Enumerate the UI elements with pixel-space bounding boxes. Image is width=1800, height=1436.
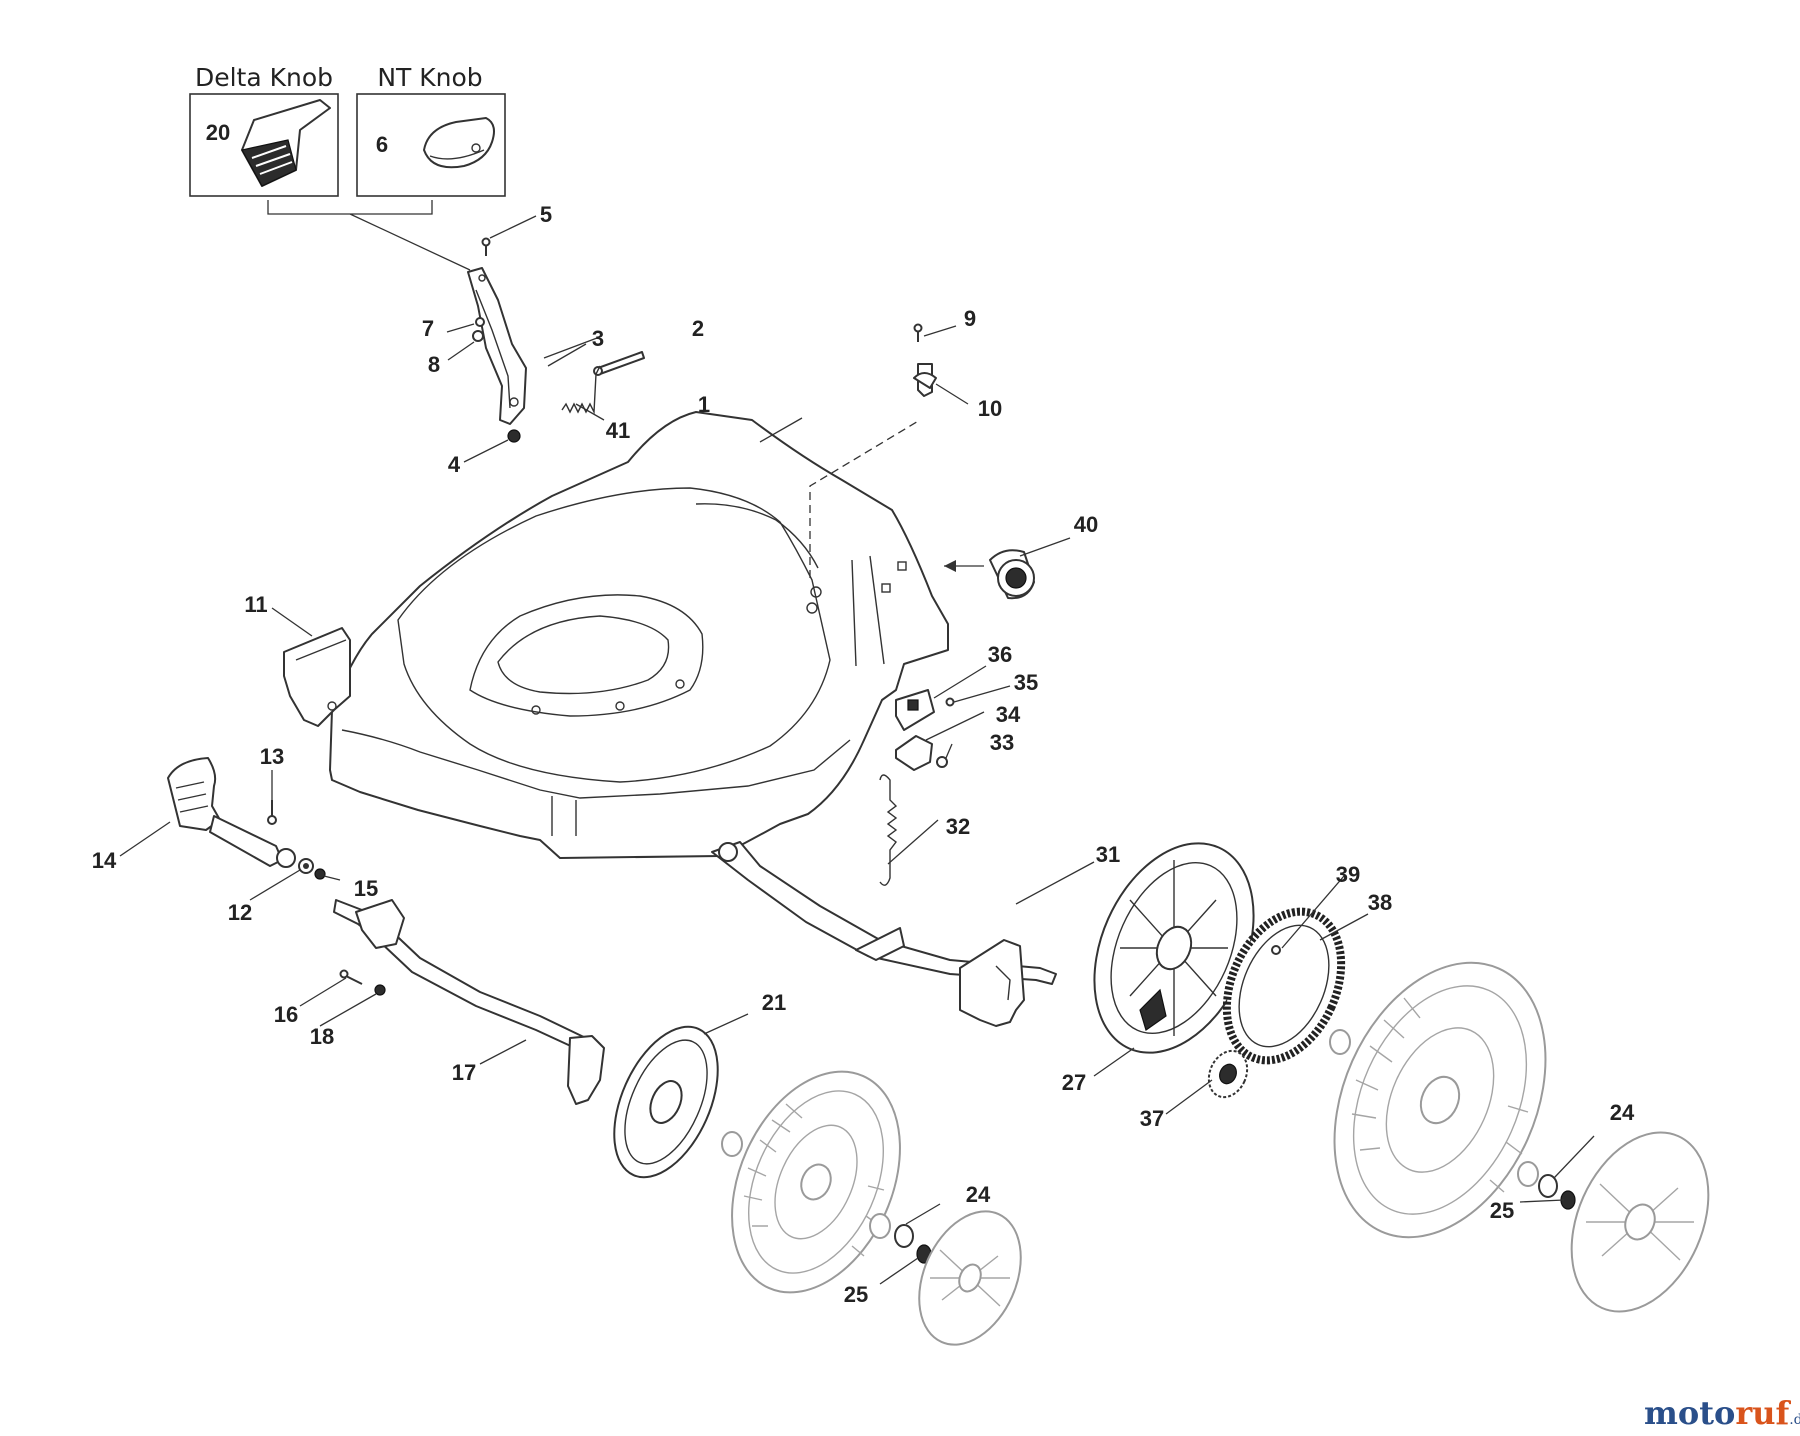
part-label-3: 3 (592, 326, 604, 351)
part-label-36: 36 (988, 642, 1012, 667)
nut-18 (374, 984, 386, 996)
rear-hubcap (1570, 1131, 1710, 1313)
spring-41 (561, 365, 601, 415)
clip-36 (895, 689, 935, 731)
rear-bearing-outer (1517, 1161, 1539, 1187)
leader-lines (119, 215, 1595, 1285)
delta-knob-box: Delta Knob (189, 63, 339, 197)
nut-7 (475, 317, 485, 327)
mower-deck (329, 411, 949, 859)
watermark-text: motoruf.de (1644, 1394, 1800, 1432)
screw-16 (339, 969, 363, 985)
nut-4 (507, 429, 521, 443)
front-handle-14 (167, 757, 296, 868)
nt-knob-illustration (423, 117, 495, 169)
part-label-38: 38 (1368, 890, 1392, 915)
front-washer-24 (894, 1224, 914, 1248)
watermark-logo: motoruf.de (1644, 1394, 1800, 1432)
part-label-31: 31 (1096, 842, 1120, 867)
screw-5 (481, 237, 491, 256)
ring-gear-38 (1222, 907, 1346, 1065)
delta-knob-illustration (241, 99, 331, 187)
drive-gear-40 (944, 549, 1035, 600)
part-label-4: 4 (448, 452, 461, 477)
front-axle-17 (333, 899, 605, 1105)
nut-15 (314, 868, 326, 880)
screw-9 (913, 323, 923, 342)
part-label-5: 5 (540, 202, 552, 227)
front-bearing-inner (721, 1131, 743, 1157)
screw-35 (945, 697, 955, 707)
screw-33 (936, 756, 948, 768)
rear-wheel (1333, 961, 1547, 1239)
spring-32 (879, 774, 898, 886)
nt-knob-box: NT Knob (356, 63, 506, 197)
front-hubcap (918, 1210, 1022, 1346)
part-label-1: 1 (698, 392, 710, 417)
part-label-16: 16 (274, 1002, 298, 1027)
part-label-20: 20 (206, 120, 230, 145)
part-label-12: 12 (228, 900, 252, 925)
part-label-32: 32 (946, 814, 970, 839)
part-label-15: 15 (354, 876, 378, 901)
part-label-24-front: 24 (966, 1182, 991, 1207)
part-label-25-front: 25 (844, 1282, 868, 1307)
part-label-41: 41 (606, 418, 630, 443)
rear-axle-31 (711, 841, 1057, 1027)
height-bracket-11 (283, 627, 351, 727)
part-label-9: 9 (964, 306, 976, 331)
part-label-35: 35 (1014, 670, 1038, 695)
part-labels: 1 2 3 4 5 6 7 8 9 10 11 12 13 14 15 16 1… (92, 120, 1635, 1307)
bracket-34 (895, 735, 933, 771)
pin-2 (593, 351, 645, 376)
nt-knob-title: NT Knob (377, 63, 482, 92)
part-label-8: 8 (428, 352, 440, 377)
part-label-24-rear: 24 (1610, 1100, 1635, 1125)
front-gear-21 (613, 1025, 719, 1179)
rear-cover-27 (1093, 842, 1255, 1054)
part-label-18: 18 (310, 1024, 334, 1049)
part-label-21: 21 (762, 990, 786, 1015)
part-label-39: 39 (1336, 862, 1360, 887)
washer-8 (472, 330, 484, 342)
part-label-25-rear: 25 (1490, 1198, 1514, 1223)
pinion-37 (1207, 1049, 1249, 1099)
part-label-27: 27 (1062, 1070, 1086, 1095)
rear-bearing-inner (1329, 1029, 1351, 1055)
part-label-40: 40 (1074, 512, 1098, 537)
part-label-34: 34 (996, 702, 1021, 727)
screw-39 (1271, 945, 1281, 955)
part-label-6: 6 (376, 132, 388, 157)
washer-12 (298, 858, 314, 874)
front-bearing-outer (869, 1213, 891, 1239)
delta-knob-title: Delta Knob (195, 63, 333, 92)
part-label-14: 14 (92, 848, 117, 873)
part-label-2: 2 (692, 316, 704, 341)
stud-10 (913, 363, 937, 397)
rear-washer-24 (1538, 1174, 1558, 1198)
height-adjust-lever (467, 267, 527, 425)
front-wheel (731, 1070, 901, 1294)
screw-13 (267, 800, 277, 825)
part-label-11: 11 (244, 592, 267, 617)
part-label-17: 17 (452, 1060, 476, 1085)
part-label-10: 10 (978, 396, 1002, 421)
part-label-33: 33 (990, 730, 1014, 755)
part-label-7: 7 (422, 316, 434, 341)
part-label-37: 37 (1140, 1106, 1164, 1131)
part-label-13: 13 (260, 744, 284, 769)
